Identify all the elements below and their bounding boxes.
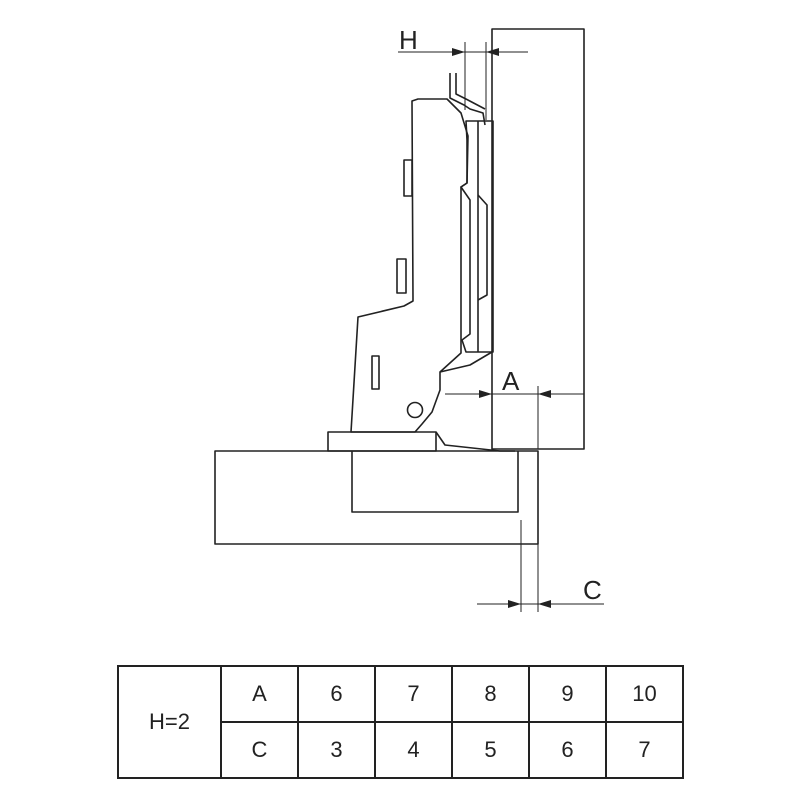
arm-link xyxy=(439,351,493,373)
hinge-arm xyxy=(350,98,469,433)
adjustment-slot xyxy=(371,355,380,390)
hinge-cup-recess xyxy=(351,451,519,513)
h-dimension-label: H xyxy=(399,25,418,55)
value-cell: 6 xyxy=(297,665,376,723)
a-dimension-label: A xyxy=(502,366,520,396)
c-dimension-label: C xyxy=(583,575,602,605)
mounting-plate xyxy=(327,431,437,452)
value-cell: 4 xyxy=(374,721,453,779)
arm-tab-upper xyxy=(403,159,413,197)
spring-clip xyxy=(449,73,486,126)
value-cell: 7 xyxy=(374,665,453,723)
value-cell: 6 xyxy=(528,721,607,779)
table-row: H=2 A 6 7 8 9 10 xyxy=(117,665,684,779)
dimension-table: H=2 A 6 7 8 9 10 C 3 4 5 6 7 xyxy=(117,665,684,779)
arm-tab-lower xyxy=(396,258,407,294)
value-cell: 3 xyxy=(297,721,376,779)
value-cell: 9 xyxy=(528,665,607,723)
table-header-cell: H=2 xyxy=(117,665,222,779)
value-cell: 8 xyxy=(451,665,530,723)
hinge-diagram: H A C xyxy=(214,25,604,612)
screw-hole xyxy=(406,401,424,419)
param-cell-c: C xyxy=(220,721,299,779)
value-cell: 5 xyxy=(451,721,530,779)
table-row: C 3 4 5 6 7 xyxy=(118,721,684,779)
cabinet-side xyxy=(214,450,539,545)
hinge-base xyxy=(460,120,494,353)
spring-clip-inner xyxy=(455,73,486,110)
param-cell-a: A xyxy=(220,665,299,723)
value-cell: 7 xyxy=(605,721,684,779)
value-cell: 10 xyxy=(605,665,684,723)
